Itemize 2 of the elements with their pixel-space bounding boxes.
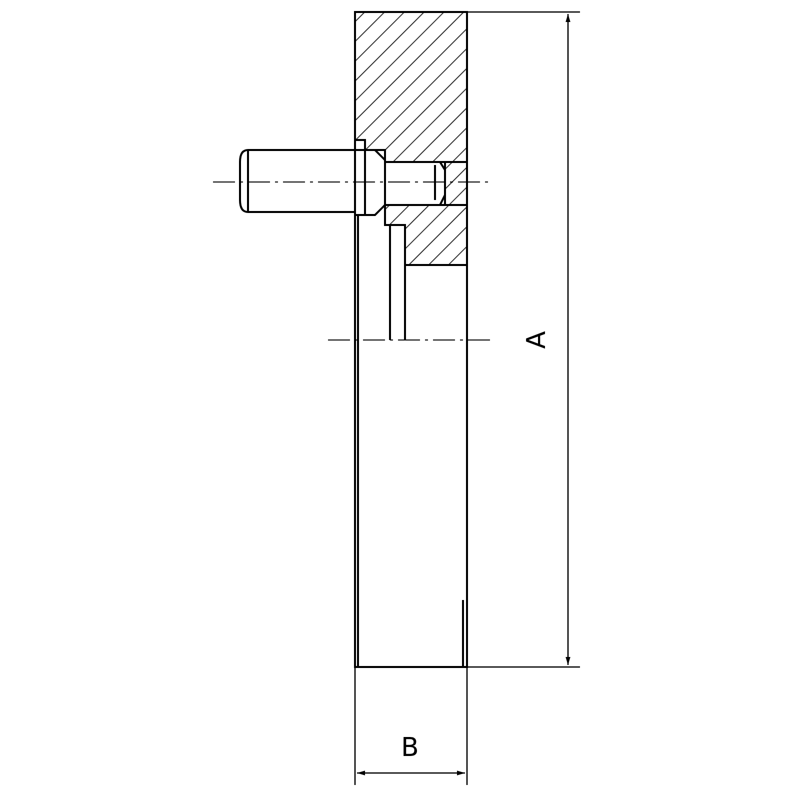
dimension-label: A bbox=[524, 331, 550, 349]
dimension-label: B bbox=[401, 735, 419, 761]
